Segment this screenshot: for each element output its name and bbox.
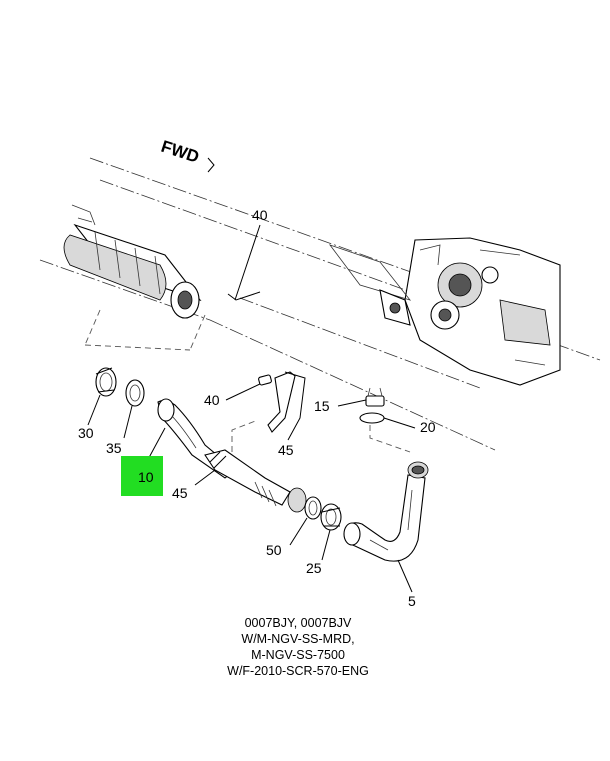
part-35-gasket: 35 — [106, 379, 145, 456]
callout-35: 35 — [106, 440, 122, 456]
callout-10: 10 — [138, 469, 154, 485]
part-15-20-clamp-gasket: 15 20 — [314, 387, 436, 453]
part-40-frame-marker: 40 — [227, 207, 268, 301]
part-5-pipe: 5 — [343, 461, 429, 609]
callout-25: 25 — [306, 560, 322, 576]
part-50-gasket: 50 — [266, 496, 322, 558]
callout-10-highlight: 10 — [121, 456, 163, 496]
callout-5: 5 — [408, 593, 416, 609]
callout-50: 50 — [266, 542, 282, 558]
engine-assembly — [328, 237, 561, 386]
device-link-dashes — [84, 309, 206, 351]
aftertreatment-device — [63, 204, 202, 319]
callout-40-left: 40 — [204, 392, 220, 408]
part-30-clamp: 30 — [78, 367, 117, 441]
callout-40-top: 40 — [252, 207, 268, 223]
callout-45-bottom: 45 — [172, 485, 188, 501]
callout-30: 30 — [78, 425, 94, 441]
forward-indicator-label: FWD — [159, 137, 202, 167]
flex-link-dashes — [231, 419, 259, 452]
callout-10-box — [121, 456, 163, 496]
caption-line-1: 0007BJY, 0007BJV — [245, 616, 352, 630]
forward-arrow-icon — [207, 157, 215, 173]
part-45-flex-pipe: 45 — [172, 449, 307, 513]
callout-45-right: 45 — [278, 442, 294, 458]
forward-indicator: FWD — [159, 137, 215, 173]
caption-line-2: W/M-NGV-SS-MRD, — [241, 632, 354, 646]
callout-15: 15 — [314, 398, 330, 414]
caption-line-4: W/F-2010-SCR-570-ENG — [227, 664, 369, 678]
caption-line-3: M-NGV-SS-7500 — [251, 648, 345, 662]
diagram-caption: 0007BJY, 0007BJV W/M-NGV-SS-MRD, M-NGV-S… — [227, 616, 369, 678]
callout-20: 20 — [420, 419, 436, 435]
part-40-45-bracket: 40 45 — [204, 371, 306, 458]
part-25-clamp: 25 — [306, 503, 342, 576]
